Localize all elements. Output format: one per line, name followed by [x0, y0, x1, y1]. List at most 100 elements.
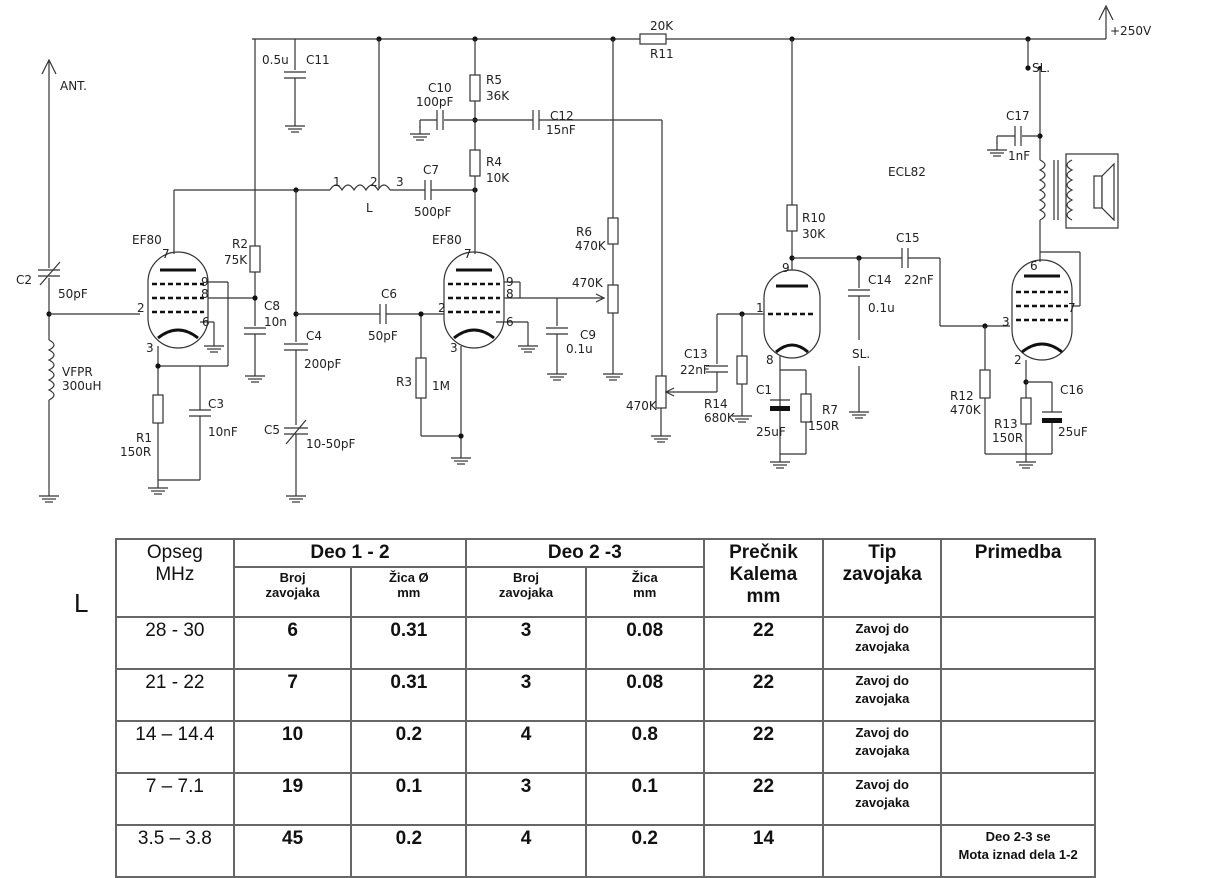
label-c8-val: 10n: [264, 315, 287, 329]
pin-label: 6: [202, 315, 210, 329]
pin-label: 2: [438, 301, 446, 315]
cell-turns23: 3: [465, 668, 587, 722]
label-sl2: SL.: [852, 347, 870, 361]
label-r3-val: 1M: [432, 379, 450, 393]
cell-range: 7 – 7.1: [115, 772, 235, 826]
cell-text: Zavoj do: [855, 777, 909, 792]
r6-pot1: [602, 39, 700, 443]
label-coil-p2: 2: [370, 175, 378, 189]
label-c9: C9: [580, 328, 596, 342]
pin-label: 6: [1030, 259, 1038, 273]
pin-label: 7: [162, 247, 170, 261]
cell-turns23: 3: [465, 772, 587, 826]
cell-wire12: 0.1: [350, 772, 468, 826]
cell-text: Zavoj do: [855, 725, 909, 740]
label-r11: R11: [650, 47, 674, 61]
cell-text: Zavoj do: [855, 621, 909, 636]
cell-text: Deo 2-3 se: [985, 829, 1051, 844]
label-r6: R6: [576, 225, 592, 239]
label-ant: ANT.: [60, 79, 87, 93]
tube-ef80-1: [147, 189, 330, 495]
pin-label: 2: [137, 301, 145, 315]
label-r7-val: 150R: [808, 419, 839, 433]
table-side-label: L: [74, 588, 89, 618]
cell-diameter: 22: [702, 772, 825, 826]
label-pot1-val: 470K: [572, 276, 604, 290]
cell-wire23: 0.1: [584, 772, 705, 826]
label-ecl82: ECL82: [888, 165, 926, 179]
tube-ef80-2: [415, 251, 606, 465]
label-c6-val: 50pF: [368, 329, 398, 343]
pin-label: 7: [1068, 301, 1076, 315]
label-r14: R14: [704, 397, 728, 411]
schematic-labels: ANT. +250V 20K R11 0.5u C11 C10 100pF R5…: [16, 19, 1152, 459]
header-type: Tip zavojaka: [822, 538, 943, 618]
label-r6-val: 470K: [575, 239, 607, 253]
label-r12: R12: [950, 389, 974, 403]
label-c15-val: 22nF: [904, 273, 934, 287]
label-c7: C7: [423, 163, 439, 177]
label-c11: C11: [306, 53, 330, 67]
r2-c8-c11: [244, 39, 306, 383]
label-c5: C5: [264, 423, 280, 437]
pin-label: 3: [1002, 315, 1010, 329]
label-c3-val: 10nF: [208, 425, 238, 439]
label-c2: C2: [16, 273, 32, 287]
header-text: zavojaka: [842, 564, 922, 585]
pin-label: 8: [201, 287, 209, 301]
schematic-diagram: ANT. +250V 20K R11 0.5u C11 C10 100pF R5…: [16, 4, 1152, 503]
header-part23: Deo 2 -3: [465, 538, 705, 568]
supply-rail: [252, 4, 1114, 45]
cell-wire12: 0.31: [350, 616, 468, 670]
pin-label: 7: [464, 247, 472, 261]
header-text: Prečnik: [729, 542, 798, 563]
label-c10: C10: [428, 81, 452, 95]
cell-wire23: 0.2: [584, 824, 705, 878]
label-r10-val: 30K: [802, 227, 826, 241]
cell-wire12: 0.31: [350, 668, 468, 722]
tube-ecl82-pentode: [979, 39, 1119, 469]
label-c10-val: 100pF: [416, 95, 454, 109]
label-c5-val: 10-50pF: [306, 437, 355, 451]
label-c2-val: 50pF: [58, 287, 88, 301]
label-r2: R2: [232, 237, 248, 251]
label-r2-val: 75K: [224, 253, 248, 267]
subheader-text: Broj: [279, 570, 306, 585]
pin-label: 3: [146, 341, 154, 355]
label-vfpr: VFPR: [62, 365, 93, 379]
label-r3: R3: [396, 375, 412, 389]
cell-diameter: 22: [702, 616, 825, 670]
label-c17-val: 1nF: [1008, 149, 1030, 163]
cell-wire23: 0.8: [584, 720, 705, 774]
header-part12: Deo 1 - 2: [232, 538, 468, 568]
cell-note: [940, 616, 1096, 670]
cell-note: [940, 772, 1096, 826]
label-c12-val: 15nF: [546, 123, 576, 137]
subheader-text: zavojaka: [265, 585, 320, 600]
header-text: Opseg: [146, 542, 203, 563]
pin-label: 9: [506, 275, 514, 289]
pin-label: 9: [782, 261, 790, 275]
cell-wire12: 0.2: [350, 720, 468, 774]
header-text: mm: [746, 586, 781, 607]
pin-label: 9: [201, 275, 209, 289]
label-r1: R1: [136, 431, 152, 445]
cell-range: 14 – 14.4: [115, 720, 235, 774]
subheader-text: mm: [397, 585, 421, 600]
label-c16: C16: [1060, 383, 1084, 397]
r4-r5-c10-c12: [409, 39, 663, 376]
label-c3: C3: [208, 397, 224, 411]
label-c9-val: 0.1u: [566, 342, 593, 356]
pin-label: 3: [450, 341, 458, 355]
header-range: Opseg MHz: [115, 538, 235, 618]
cell-diameter: 22: [702, 720, 825, 774]
cell-range: 3.5 – 3.8: [115, 824, 235, 878]
label-r5: R5: [486, 73, 502, 87]
header-note: Primedba: [940, 538, 1096, 618]
pin-label: 1: [756, 301, 764, 315]
